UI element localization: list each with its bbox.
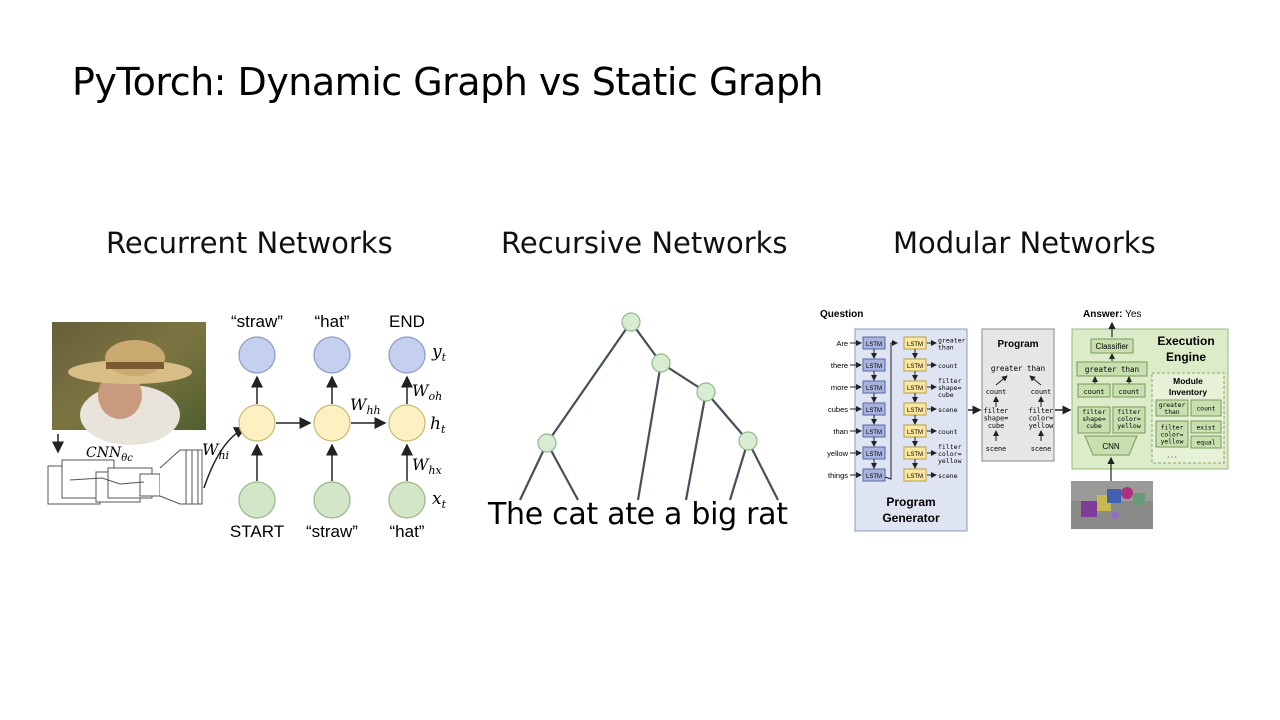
program-node: scene (1031, 445, 1051, 453)
hidden-node-1 (239, 405, 275, 441)
decoder-output: scene (938, 406, 958, 414)
tree-node (697, 383, 715, 401)
recursive-sentence: The cat ate a big rat (488, 497, 788, 532)
w-oh-label: Woh (412, 381, 442, 403)
output-node-3 (389, 337, 425, 373)
hidden-node-3 (389, 405, 425, 441)
tree-node-root (622, 313, 640, 331)
x-t-label: xt (432, 489, 447, 511)
input-node-3 (389, 482, 425, 518)
program-node: count (1031, 388, 1051, 396)
module-inventory-title-1: Module (1173, 376, 1203, 386)
w-hh-label: Whh (350, 395, 381, 417)
classifier-label: Classifier (1096, 342, 1129, 351)
rendered-scene-image (1071, 481, 1153, 529)
decoder-lstm-label: LSTM (907, 430, 923, 436)
input-label-3: “hat” (390, 522, 425, 541)
h-t-label: ht (430, 414, 446, 436)
question-word: Are (836, 339, 848, 348)
decoder-lstm-label: LSTM (907, 342, 923, 348)
decoder-lstm-label: LSTM (907, 452, 923, 458)
output-label-2: “hat” (315, 312, 350, 331)
decoder-output: scene (938, 472, 958, 480)
program-node: scene (986, 445, 1006, 453)
section-recursive-title: Recursive Networks (501, 226, 788, 260)
photo-man-straw-hat (52, 322, 206, 445)
section-modular-title: Modular Networks (893, 226, 1156, 260)
hidden-node-2 (314, 405, 350, 441)
section-recurrent-title: Recurrent Networks (106, 226, 393, 260)
program-generator-title-2: Generator (882, 511, 940, 525)
cnn-module-label: CNN (1102, 442, 1120, 451)
execution-engine-title-1: Execution (1157, 334, 1214, 348)
input-label-2: “straw” (306, 522, 358, 541)
execution-engine-title-2: Engine (1166, 350, 1206, 364)
program-title: Program (997, 339, 1038, 350)
output-node-1 (239, 337, 275, 373)
hidden-nodes (239, 405, 425, 441)
encoder-lstm-label: LSTM (866, 364, 882, 370)
w-hx-label: Whx (412, 455, 443, 477)
encoder-lstm-label: LSTM (866, 452, 882, 458)
module-inventory-title-2: Inventory (1169, 387, 1208, 397)
slide-title: PyTorch: Dynamic Graph vs Static Graph (72, 60, 823, 104)
decoder-output: count (938, 362, 958, 370)
tree-node (538, 434, 556, 452)
count-module-right-label: count (1118, 388, 1139, 396)
program-node: count (986, 388, 1006, 396)
question-word: more (831, 383, 848, 392)
inventory-module-label: ... (1166, 453, 1177, 460)
encoder-lstm-label: LSTM (866, 408, 882, 414)
inventory-module-label: exist (1197, 425, 1216, 432)
input-label-1: START (230, 522, 284, 541)
y-t-label: yt (431, 342, 447, 364)
question-word: things (828, 471, 848, 480)
count-module-left-label: count (1083, 388, 1104, 396)
question-label: Question (820, 309, 863, 320)
encoder-lstm-label: LSTM (866, 342, 882, 348)
decoder-lstm-label: LSTM (907, 364, 923, 370)
program-generator-title-1: Program (886, 495, 935, 509)
decoder-lstm-label: LSTM (907, 474, 923, 480)
w-hi-label: Whi (202, 440, 229, 462)
program-root: greater than (991, 364, 1045, 373)
tree-node (739, 432, 757, 450)
recurrent-network-diagram: CNNθc Whi “straw” “hat” END START “straw… (40, 300, 470, 550)
question-word: than (833, 427, 848, 436)
output-node-2 (314, 337, 350, 373)
greater-than-label: greater than (1085, 365, 1139, 374)
input-node-2 (314, 482, 350, 518)
encoder-lstm-label: LSTM (866, 474, 882, 480)
tree-node (652, 354, 670, 372)
inventory-module-label: equal (1197, 440, 1216, 447)
decoder-output: count (938, 428, 958, 436)
decoder-lstm-label: LSTM (907, 386, 923, 392)
question-word: there (831, 361, 848, 370)
output-label-3: END (389, 312, 425, 331)
input-node-1 (239, 482, 275, 518)
question-word: yellow (827, 449, 848, 458)
decoder-lstm-label: LSTM (907, 408, 923, 414)
inventory-module-label: count (1197, 406, 1216, 413)
encoder-lstm-label: LSTM (866, 386, 882, 392)
question-word: cubes (828, 405, 848, 414)
output-label-1: “straw” (231, 312, 283, 331)
encoder-lstm-label: LSTM (866, 430, 882, 436)
answer-label: Answer: Yes (1083, 309, 1141, 320)
